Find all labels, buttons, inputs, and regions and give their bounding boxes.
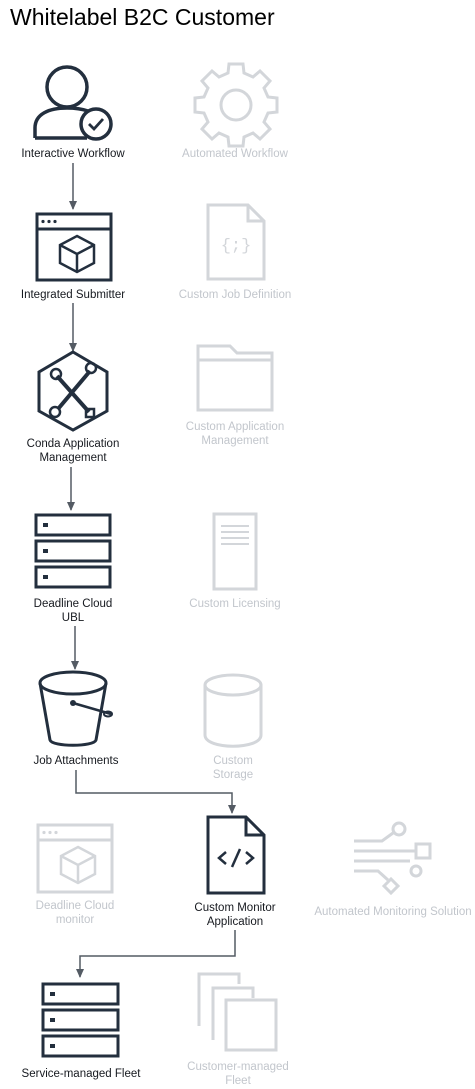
deadline-ubl-label-line1: Deadline Cloud [33, 598, 113, 610]
stacked-squares-icon [197, 972, 278, 1052]
cylinder-icon [203, 673, 263, 748]
custom-licensing-label: Custom Licensing [189, 598, 281, 610]
customer-managed-fleet-label-line1: Customer-managed [187, 1061, 289, 1073]
tools-hexagon-icon [37, 350, 109, 432]
interactive-workflow-label: Interactive Workflow [21, 148, 125, 160]
conda-app-mgmt-label-line2: Management [39, 452, 107, 464]
automated-workflow-label: Automated Workflow [182, 148, 288, 160]
code-file-icon [206, 815, 266, 895]
customer-managed-fleet-label-line2: Fleet [225, 1075, 251, 1087]
custom-app-mgmt-label: Custom Application Management [186, 420, 284, 448]
conda-app-mgmt-label-line1: Conda Application [26, 438, 120, 450]
user-check-icon [33, 65, 113, 141]
arrow-monitor-to-fleet [76, 930, 236, 978]
custom-monitor-app-label: Custom Monitor Application [194, 901, 275, 929]
custom-app-mgmt-label-line2: Management [201, 435, 269, 447]
deadline-monitor-label: Deadline Cloud monitor [36, 899, 115, 927]
server-rack-icon [41, 982, 120, 1058]
bucket-icon [38, 670, 113, 747]
service-managed-fleet-label: Service-managed Fleet [21, 1068, 141, 1080]
deadline-ubl-label-line2: UBL [61, 612, 85, 624]
custom-storage-label-line1: Custom [213, 755, 253, 767]
customer-managed-fleet-label: Customer-managed Fleet [187, 1060, 289, 1088]
custom-monitor-app-label-line2: Application [206, 916, 264, 928]
arrow-attachments-to-monitor [75, 770, 236, 814]
json-file-icon: {;} [206, 203, 266, 281]
deadline-ubl-label: Deadline Cloud UBL [34, 597, 113, 625]
integrated-submitter-label: Integrated Submitter [20, 289, 126, 301]
custom-app-mgmt-label-line1: Custom Application [185, 421, 285, 433]
circuit-lines-icon [354, 821, 432, 896]
custom-monitor-app-label-line1: Custom Monitor [194, 902, 276, 914]
custom-job-definition-label: Custom Job Definition [178, 289, 292, 301]
automated-monitoring-label: Automated Monitoring Solution [314, 906, 472, 918]
browser-cube-icon [35, 212, 113, 282]
server-tower-icon [212, 512, 258, 591]
deadline-monitor-label-line1: Deadline Cloud [35, 900, 115, 912]
page-title: Whitelabel B2C Customer [10, 4, 275, 30]
custom-storage-label: Custom Storage [213, 754, 253, 782]
folder-icon [196, 344, 274, 412]
server-rack-icon [34, 513, 112, 589]
custom-storage-label-line2: Storage [212, 769, 254, 781]
gear-icon [193, 62, 279, 148]
svg-text:{;}: {;} [221, 237, 252, 256]
deadline-monitor-label-line2: monitor [55, 914, 95, 926]
browser-cube-icon [36, 823, 114, 894]
job-attachments-label: Job Attachments [33, 755, 119, 767]
conda-app-mgmt-label: Conda Application Management [27, 437, 120, 465]
